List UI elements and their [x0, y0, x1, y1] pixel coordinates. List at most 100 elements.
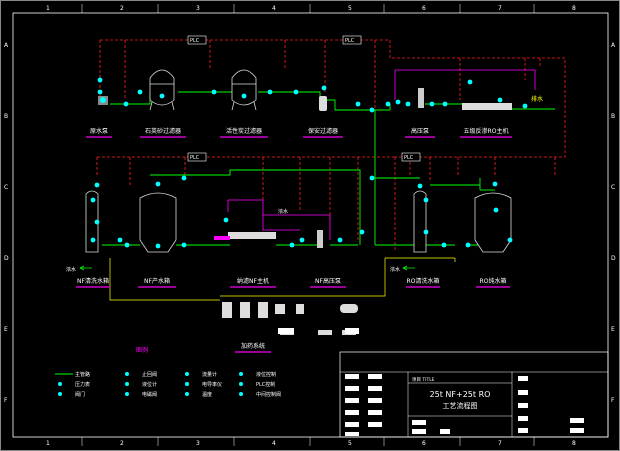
- instrument-marker: [507, 237, 513, 243]
- grid-row-label: B: [611, 113, 615, 120]
- legend: 图例 主管路压力表阀门止回阀液位计电磁阀流量计电导率仪温度液位控制PLC控制中间…: [55, 346, 281, 398]
- legend-item-label: 流量计: [202, 371, 217, 378]
- grid-col-label: 1: [46, 5, 50, 12]
- title-project-label: 项目 TITLE: [412, 377, 435, 383]
- grid-col-label: 7: [498, 5, 502, 12]
- nf-cleaning-tank: [85, 190, 99, 253]
- label-nf-cleaning-tank: NF清洗水箱: [77, 277, 109, 285]
- ro-cleaning-tank: [413, 190, 427, 253]
- instrument-marker: [417, 183, 423, 189]
- legend-item-label: 中间控制阀: [256, 391, 281, 398]
- instrument-marker: [385, 101, 391, 107]
- grid-col-label: 4: [272, 5, 276, 12]
- instrument-marker: [492, 181, 498, 187]
- label-underlines: [76, 136, 512, 353]
- instrument-marker: [241, 93, 247, 99]
- title-name-2: 工艺流程图: [443, 401, 478, 410]
- instrument-marker: [359, 229, 365, 235]
- plc-label-4: PLC: [404, 155, 414, 161]
- grid-row-label: E: [4, 326, 8, 333]
- inner-frame: [12, 12, 609, 438]
- instrument-marker: [211, 89, 217, 95]
- instrument-marker: [321, 85, 327, 91]
- instrument-marker: [117, 237, 123, 243]
- legend-item-label: 温度: [202, 391, 212, 398]
- high-pressure-pump-upper: [418, 88, 424, 108]
- chemical-lines: [109, 257, 456, 301]
- drain-labels: 浓水 浓水 浓水: [66, 208, 400, 273]
- drain-arrows: [79, 265, 415, 271]
- instrument-marker: [94, 182, 100, 188]
- instrument-marker: [337, 237, 343, 243]
- instrument-marker: [369, 107, 375, 113]
- label-sand-filter: 石英砂过滤器: [145, 127, 181, 135]
- instrument-marker: [90, 237, 96, 243]
- instrument-marker: [97, 77, 103, 83]
- drain-label-3: 浓水: [278, 208, 288, 215]
- instrument-marker: [97, 89, 103, 95]
- grid-row-label: D: [4, 255, 9, 262]
- grid-col-label: 8: [572, 440, 576, 447]
- instrument-marker: [90, 197, 96, 203]
- control-network: [96, 39, 566, 250]
- plc-boxes: [187, 35, 421, 162]
- legend-item-label: 液位计: [142, 381, 157, 388]
- instrument-marker: [467, 79, 473, 85]
- nf-product-tank: [139, 192, 177, 253]
- grid-col-label: 7: [498, 440, 502, 447]
- label-ro-main-unit: 五级反渗RO主机: [464, 127, 509, 135]
- instrument-marker: [429, 101, 435, 107]
- instrument-marker: [423, 197, 429, 203]
- grid-col-label: 3: [196, 440, 200, 447]
- grid-col-label: 2: [120, 5, 124, 12]
- grid-col-label: 3: [196, 5, 200, 12]
- instrument-marker: [124, 242, 130, 248]
- grid-row-label: B: [4, 113, 8, 120]
- instrument-marker: [299, 237, 305, 243]
- instrument-marker: [267, 89, 273, 95]
- label-ro-cleaning-tank: RO清洗水箱: [407, 277, 440, 285]
- instrument-marker: [355, 101, 361, 107]
- legend-item-label: 主管路: [75, 371, 90, 378]
- title-name-1: 25t NF+25t RO: [430, 390, 491, 399]
- grid-row-label: A: [4, 42, 9, 49]
- instrument-marker: [123, 101, 129, 107]
- legend-item-label: 止回阀: [142, 371, 157, 378]
- plc-label-2: PLC: [345, 38, 355, 44]
- label-raw-water-pump: 原水泵: [90, 127, 108, 135]
- instrument-marker: [137, 89, 143, 95]
- grid-col-label: 2: [120, 440, 124, 447]
- label-security-filter: 保安过滤器: [308, 127, 338, 135]
- legend-item-label: 压力表: [75, 381, 90, 388]
- legend-item-label: PLC控制: [256, 381, 275, 388]
- label-nf-high-pressure-pump: NF高压泵: [315, 277, 341, 285]
- instrument-marker: [465, 242, 471, 248]
- grid-row-label: D: [611, 255, 616, 262]
- label-nf-product-tank: NF产水箱: [144, 277, 170, 285]
- instrument-marker: [94, 219, 100, 225]
- grid-row-label: F: [611, 397, 615, 404]
- label-carbon-filter: 活性炭过滤器: [226, 127, 262, 135]
- grid-col-label: 6: [422, 5, 426, 12]
- instrument-marker: [493, 207, 499, 213]
- vent-icon: 排水: [531, 95, 543, 103]
- raw-water-pump: [98, 96, 108, 105]
- grid-row-label: A: [611, 42, 616, 49]
- instrument-marker: [181, 242, 187, 248]
- drain-label-1: 浓水: [66, 266, 76, 273]
- grid-col-label: 6: [422, 440, 426, 447]
- upper-equipment-labels: 原水泵 石英砂过滤器 活性炭过滤器 保安过滤器 高压泵 五级反渗RO主机: [90, 127, 508, 135]
- instrument-marker: [159, 93, 165, 99]
- instrument-marker: [497, 97, 503, 103]
- legend-item-label: 电导率仪: [202, 381, 222, 388]
- grid-col-label: 5: [348, 440, 352, 447]
- nf-high-pressure-pump: [317, 230, 323, 248]
- instrument-marker: [155, 243, 161, 249]
- ro-main-unit: [462, 103, 512, 110]
- legend-title: 图例: [136, 346, 148, 354]
- label-nf-main-unit: 纳滤NF主机: [237, 277, 269, 285]
